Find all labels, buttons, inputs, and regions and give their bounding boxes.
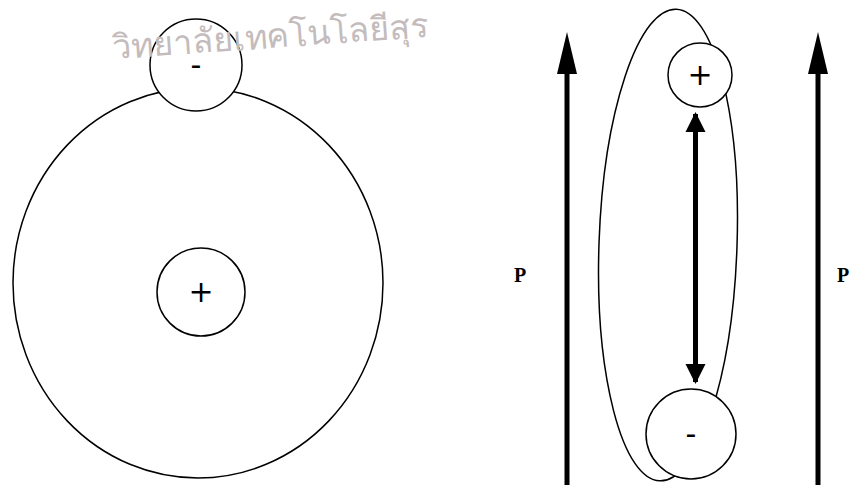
charge-sign: + (188, 277, 213, 307)
polarized-cloud (591, 7, 745, 484)
watermark: วิทยาลัยเทคโนโลยีสุร (110, 0, 430, 74)
charge-circle: + (667, 42, 733, 108)
dipole-arrow (693, 114, 698, 382)
electron-cloud (13, 88, 383, 478)
polarization-label: P (514, 264, 526, 287)
field-arrow (808, 32, 828, 485)
charge-circle: - (645, 388, 737, 480)
polarization-label: P (837, 264, 849, 287)
charge-circle: + (156, 247, 246, 337)
field-arrow (557, 32, 577, 485)
charge-sign: + (687, 60, 712, 90)
charge-sign: - (686, 419, 697, 449)
